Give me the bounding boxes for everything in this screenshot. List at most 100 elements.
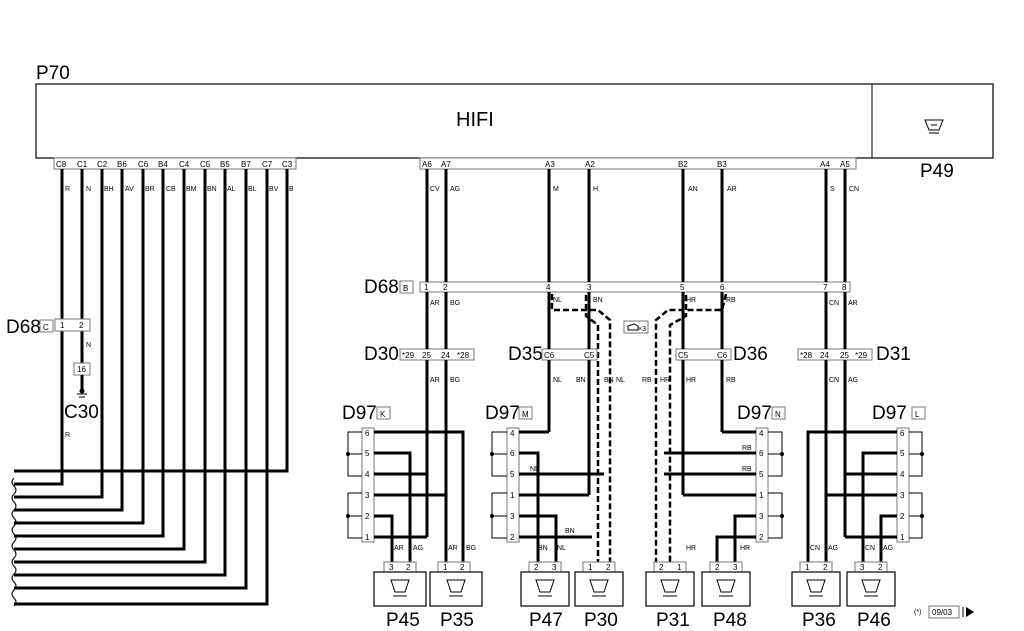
d31-id: D31 (876, 344, 911, 365)
speaker-icon (390, 579, 410, 593)
d30-id: D30 (364, 344, 399, 365)
wire-code: HR (740, 545, 750, 552)
wire-code: CV (430, 186, 440, 193)
d68c-id: D68 (6, 317, 41, 338)
d97n-tag-box (771, 406, 786, 420)
wire-code: AN (688, 186, 698, 193)
d36-id: D36 (733, 344, 768, 365)
middle-wires (425, 292, 847, 349)
speaker-pin: 2 (878, 563, 883, 572)
d31-pin: *29 (855, 351, 868, 360)
d68c-tag-box (39, 319, 54, 333)
c30-wire: R (65, 432, 70, 439)
speaker-icon (806, 579, 826, 593)
d97n-pin: 2 (759, 533, 764, 542)
wire-code: BH (104, 186, 114, 193)
wire-code: BN (207, 186, 217, 193)
d97k-pin: 5 (365, 449, 370, 458)
footer-note: (*) (914, 609, 921, 616)
d97l-tag: L (915, 410, 920, 419)
pin-strip-right (419, 157, 857, 170)
d35-pin: C6 (544, 351, 555, 360)
wire-code: AG (450, 186, 460, 193)
wire-code: AL (227, 186, 236, 193)
wire-code: RB (742, 445, 752, 452)
d97l-pin: 4 (900, 470, 905, 479)
footer-date: 09/03 (932, 608, 953, 617)
d97n-connector (755, 427, 769, 543)
speaker-pin: 3 (733, 563, 738, 572)
speaker-icon (716, 579, 736, 593)
speaker-pin: 2 (406, 563, 411, 572)
speaker-id: P35 (440, 610, 474, 631)
wire-code: BN (565, 528, 575, 535)
d35-id: D35 (508, 344, 543, 365)
d97k-pin: 3 (365, 491, 370, 500)
d97m-pin: 1 (510, 491, 515, 500)
top-pin: A6 (422, 160, 432, 169)
c30-id: C30 (64, 402, 99, 423)
top-pin: B2 (678, 160, 688, 169)
speaker-pin: 1 (443, 563, 448, 572)
d68b-connector (419, 281, 851, 293)
top-pin: C7 (262, 160, 273, 169)
d97l-pin: 5 (900, 449, 905, 458)
wire-code: CN (829, 377, 839, 384)
top-pin: C5 (200, 160, 211, 169)
speaker-pin: 1 (677, 563, 682, 572)
d97k-pin: 6 (365, 429, 370, 438)
d97n-pin: 6 (759, 449, 764, 458)
d97m-pin: 4 (510, 429, 515, 438)
d97m-pin: 5 (510, 470, 515, 479)
wire-code: AG (828, 545, 838, 552)
d31-connector (797, 348, 873, 361)
d68b-pin: 8 (842, 283, 847, 292)
d68b-pin: 4 (546, 283, 551, 292)
speaker-p30: 1 2 P30 (574, 561, 624, 631)
twist-icon (627, 323, 639, 331)
d97l-pin: 1 (900, 533, 905, 542)
d97m-tag: M (522, 410, 529, 419)
d97k-bridge (347, 431, 362, 477)
d68c-tag: C (43, 323, 49, 332)
wire-code: BN (538, 545, 548, 552)
wire-code: H (593, 186, 598, 193)
wire-code: BL (248, 186, 257, 193)
d97n-pin: 4 (759, 429, 764, 438)
antenna-icon (924, 119, 944, 134)
d97l-id: D97 (872, 403, 907, 424)
wire-code: BR (145, 186, 155, 193)
wire-code: S (830, 186, 835, 193)
d97m-tag-box (518, 406, 533, 420)
d30-pin: *29 (402, 351, 415, 360)
wire-code: BN (593, 297, 603, 304)
wire-code: AG (848, 377, 858, 384)
top-pin: B5 (220, 160, 230, 169)
wire-code: CN (865, 545, 875, 552)
top-pin: A3 (545, 160, 555, 169)
wire-code: NL (530, 466, 539, 473)
wire-code: B (289, 186, 294, 193)
wire-code: HR (660, 377, 670, 384)
speaker-pin: 1 (588, 563, 593, 572)
d97n-tag: N (775, 410, 781, 419)
top-pin: B6 (117, 160, 127, 169)
d31-pin: *28 (800, 351, 813, 360)
d30-pin: *28 (457, 351, 470, 360)
wire-code: AR (448, 545, 458, 552)
d97n-pin: 5 (759, 470, 764, 479)
speaker-pin: 3 (552, 563, 557, 572)
speaker-icon (446, 579, 466, 593)
wire-code: AG (413, 545, 423, 552)
d68b-pin: 2 (443, 283, 448, 292)
next-page-icon[interactable] (962, 607, 974, 617)
wire-code: CN (849, 186, 859, 193)
top-pin: A2 (585, 160, 595, 169)
wire-code: BM (186, 186, 197, 193)
wire-code: AR (430, 300, 440, 307)
wire-code: BG (450, 377, 460, 384)
d30-pin: 24 (441, 351, 450, 360)
speaker-id: P46 (857, 610, 891, 631)
wire-code: NL (557, 545, 566, 552)
antenna-id: P49 (920, 161, 954, 182)
